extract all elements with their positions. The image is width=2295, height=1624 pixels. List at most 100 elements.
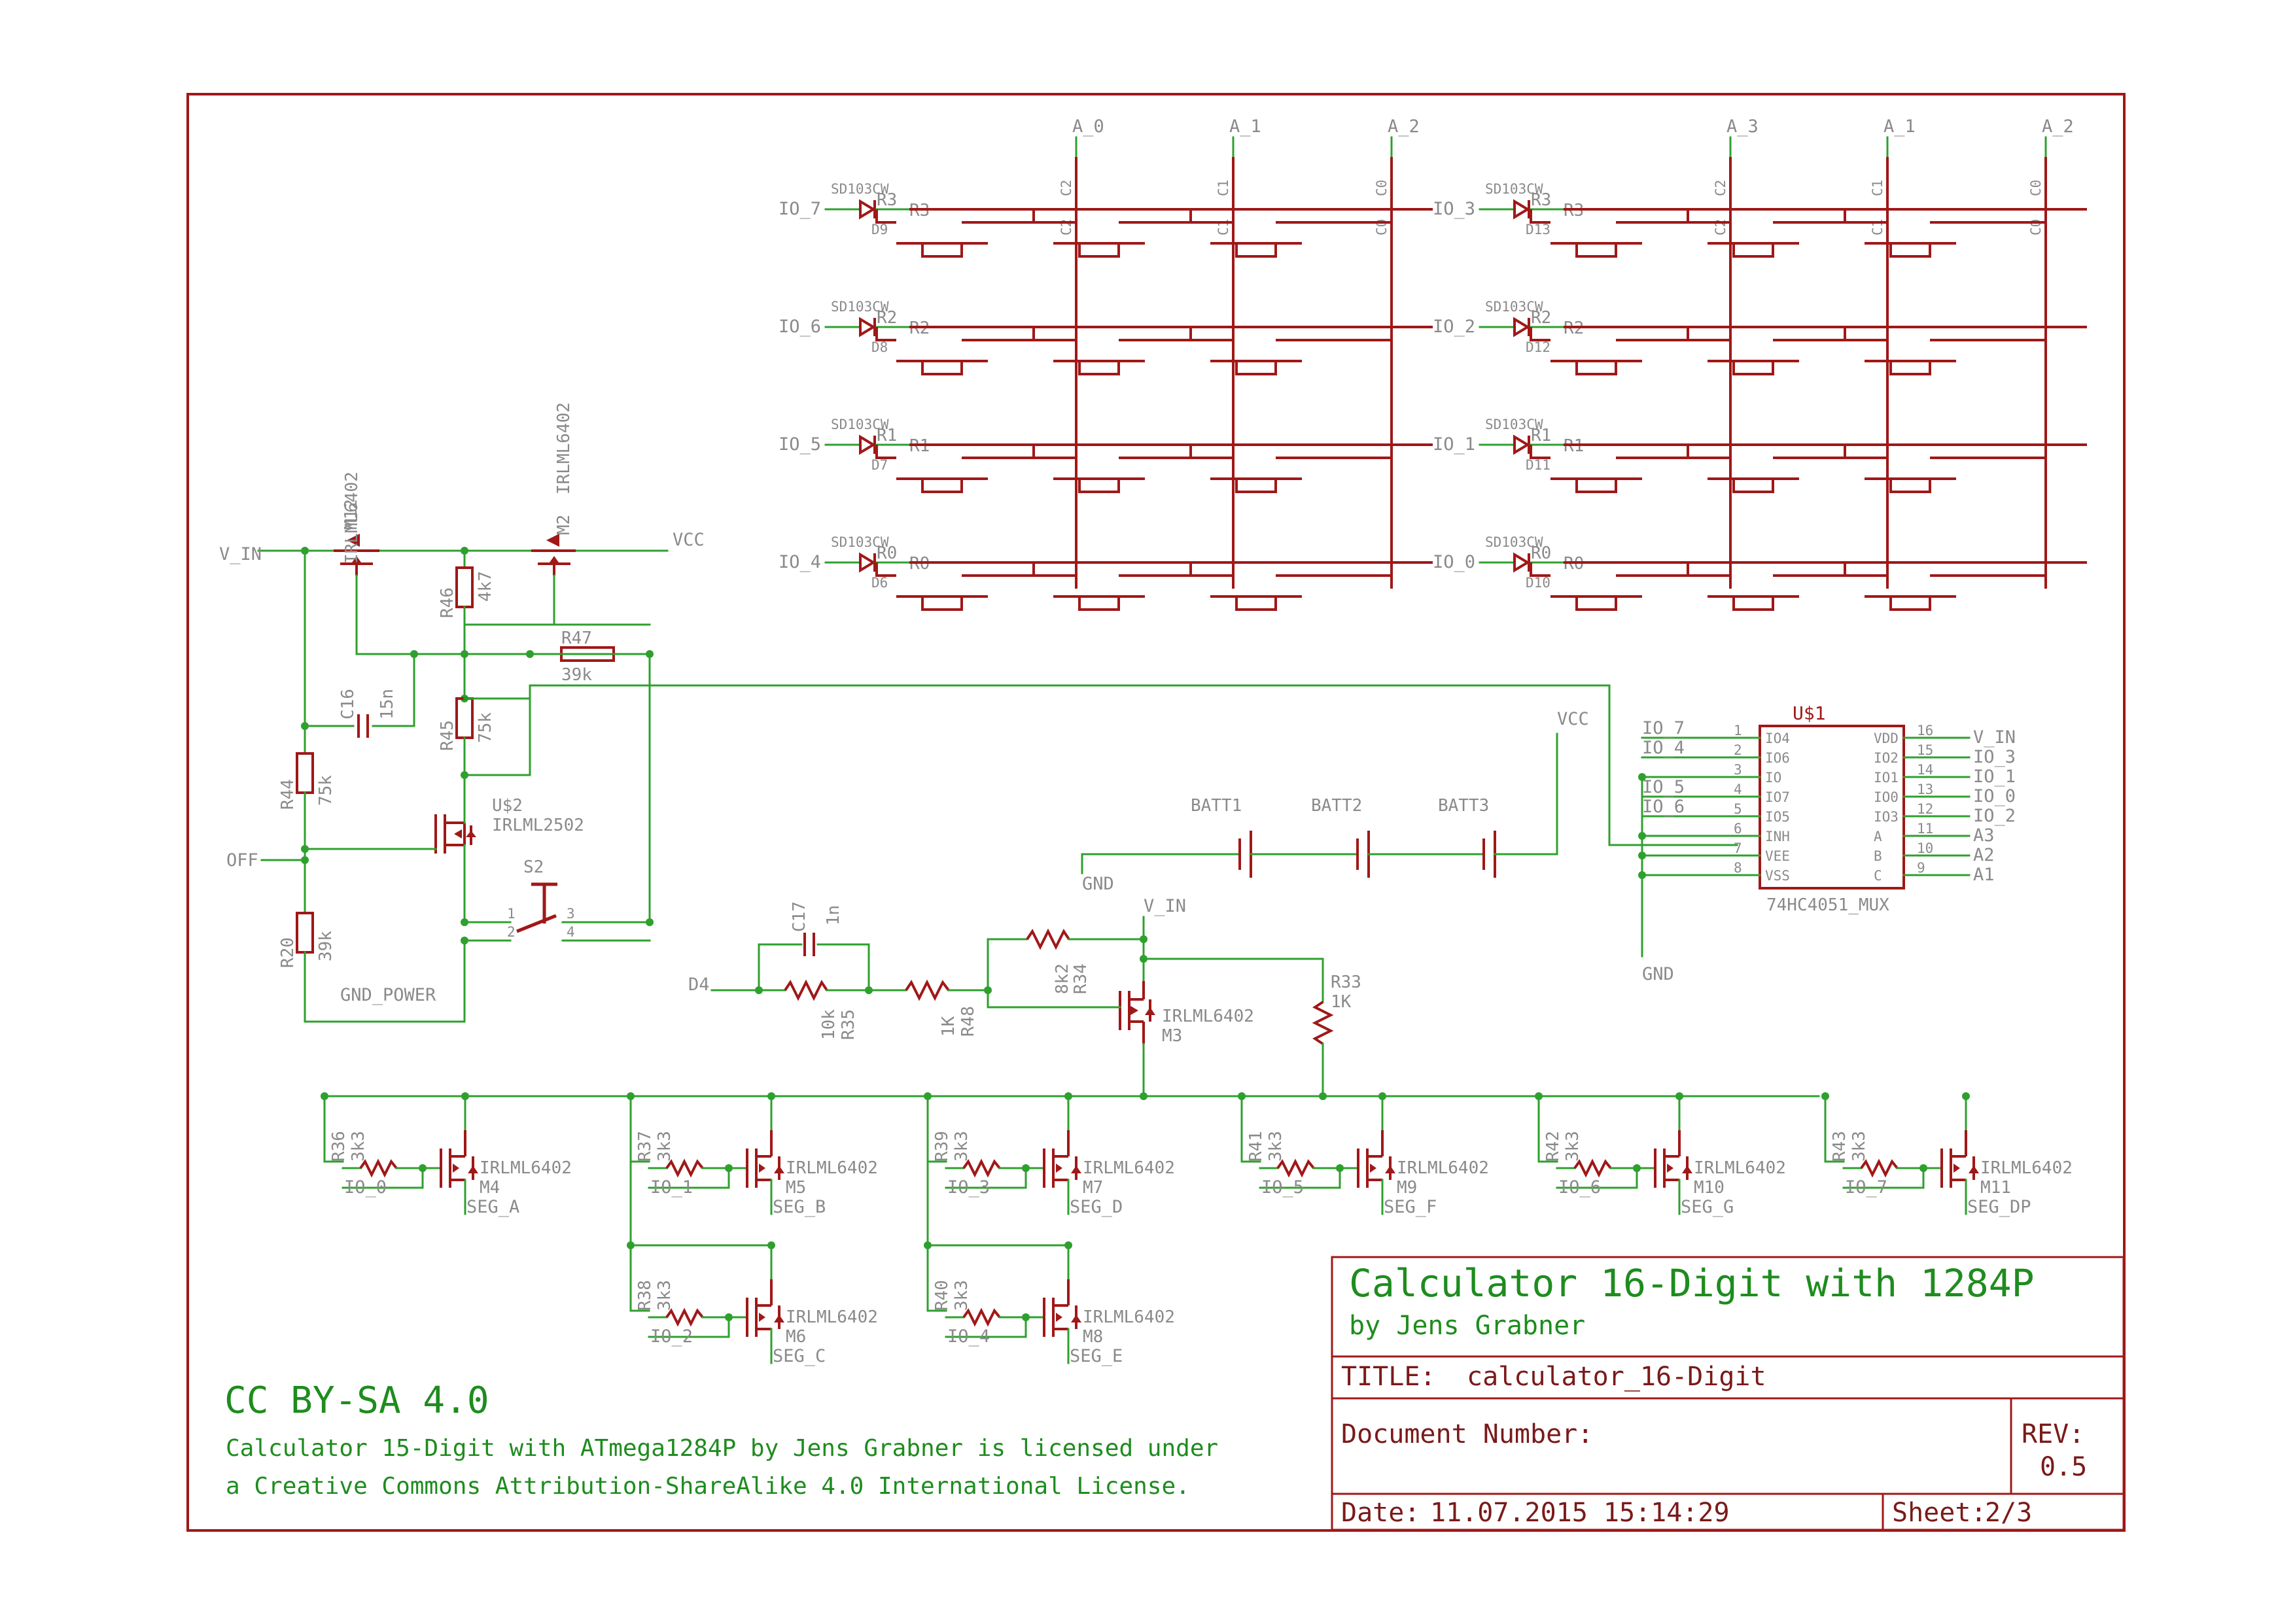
row-diode-value: SD103CW	[1485, 534, 1543, 550]
junction	[1675, 1092, 1683, 1100]
key-switch-left[interactable]	[1844, 209, 1865, 224]
seg-resistor-name: R41	[1246, 1131, 1266, 1162]
key-switch-cap	[921, 479, 963, 493]
key-switch-left[interactable]	[1530, 445, 1550, 459]
junction	[321, 1092, 328, 1100]
seg-resistor	[665, 1158, 704, 1178]
seg-output-label: SEG_DP	[1967, 1197, 2031, 1217]
m2-name: M2	[554, 515, 574, 535]
battery-3-label: BATT3	[1438, 796, 1489, 816]
key-switch-cap	[1732, 361, 1774, 375]
seg-output-label: SEG_F	[1384, 1197, 1437, 1217]
column-label: A_3	[1726, 116, 1759, 137]
seg-io-label: IO_2	[650, 1326, 693, 1347]
column-pin-label: C2	[1713, 180, 1728, 196]
seg-resistor-name: R37	[635, 1131, 655, 1162]
column-pin-label: C1	[1216, 180, 1231, 196]
row-diode	[1513, 199, 1530, 220]
key-switch-left[interactable]	[1530, 209, 1550, 224]
battery-section: GND VCC BATT1 BATT2 BATT3	[1081, 709, 1589, 894]
key-switch-left[interactable]	[1687, 562, 1708, 577]
key-switch-left[interactable]	[1530, 562, 1550, 577]
key-switch-left[interactable]	[1032, 209, 1053, 224]
mux-pin-num: 13	[1917, 782, 1933, 797]
mux-pin-num: 5	[1734, 801, 1742, 817]
m12-value: IRLML6402	[342, 472, 362, 564]
mosfet-u2	[434, 814, 476, 854]
seg-mosfet-name: M4	[480, 1178, 500, 1198]
key-switch-left[interactable]	[1844, 327, 1865, 341]
seg-mosfet-diode-arrow	[1071, 1166, 1081, 1173]
seg-mosfet-value: IRLML6402	[786, 1307, 878, 1327]
mux-pin-net-label: IO_1	[1973, 767, 2016, 787]
key-switch-left[interactable]	[1189, 562, 1210, 577]
key-switch-left[interactable]	[1844, 445, 1865, 459]
title-block-title: Calculator 16-Digit with 1284P	[1349, 1261, 2035, 1305]
key-switch-left[interactable]	[1189, 445, 1210, 459]
key-switch-left[interactable]	[1687, 327, 1708, 341]
row-diode-name: D9	[871, 222, 888, 237]
key-switch-cap	[1732, 596, 1774, 611]
row-diode-name: D6	[871, 575, 888, 591]
mux-pin-net-label: A3	[1973, 825, 1995, 846]
seg-mosfet-name: M10	[1694, 1178, 1725, 1198]
s2-pin-3: 3	[567, 906, 575, 922]
seg-mosfet-value: IRLML6402	[480, 1158, 572, 1178]
seg-resistor-name: R42	[1543, 1131, 1563, 1162]
sheet-value: 2/3	[1985, 1498, 2032, 1528]
mux-pin-num: 14	[1917, 762, 1933, 778]
column-label: A_2	[1388, 116, 1420, 137]
mux-pin-name: IO6	[1765, 750, 1790, 766]
junction	[767, 1092, 775, 1100]
key-switch-left[interactable]	[1032, 445, 1053, 459]
license-heading: CC BY-SA 4.0	[224, 1379, 489, 1422]
key-switch-cap	[1889, 243, 1931, 258]
seg-mosfet-arrow	[1056, 1164, 1062, 1173]
row-diode	[859, 434, 876, 455]
key-switch-left[interactable]	[1032, 562, 1053, 577]
mux-pin-num: 15	[1917, 742, 1933, 758]
column-label: A_1	[1229, 116, 1261, 137]
key-switch-left[interactable]	[875, 562, 896, 577]
mux-pin-name: VDD	[1874, 731, 1899, 746]
mux-pin-num: 7	[1734, 840, 1742, 856]
net-label-gnd-batt: GND	[1082, 874, 1114, 894]
net-label-v-in: V_IN	[219, 544, 262, 564]
switch-s2[interactable]: S2 1 2 3 4	[461, 857, 654, 944]
sheet-label: Sheet:	[1892, 1498, 1987, 1528]
mux-pin-net-label: IO_4	[1642, 738, 1685, 758]
key-switch-left[interactable]	[875, 209, 896, 224]
mux-pin-name: A	[1874, 829, 1882, 844]
key-switch-cap	[1235, 596, 1277, 611]
seg-resistor-value: 3k3	[952, 1131, 972, 1162]
c17-name: C17	[790, 901, 809, 932]
key-switch-left[interactable]	[1189, 209, 1210, 224]
power-switch-section: V_IN VCC M12 IRLML6402 M2 IRLML6402	[219, 402, 1738, 1023]
key-switch-cap	[1575, 596, 1617, 611]
key-switch-left[interactable]	[1687, 445, 1708, 459]
mux-pin-name: INH	[1765, 829, 1790, 844]
s2-pin-2: 2	[507, 924, 516, 940]
key-switch-left[interactable]	[1844, 562, 1865, 577]
row-diode-value: SD103CW	[1485, 417, 1543, 432]
rev-label: REV:	[2022, 1419, 2084, 1449]
key-switch-left[interactable]	[875, 445, 896, 459]
key-switch-cap	[1732, 479, 1774, 493]
r35-value: 10k	[819, 1009, 839, 1040]
row-diode	[1513, 317, 1530, 337]
mux-pin-name: IO1	[1874, 770, 1899, 786]
key-switch-left[interactable]	[1687, 209, 1708, 224]
column-pin-label: C0	[2028, 180, 2044, 196]
key-switch-left[interactable]	[1530, 327, 1550, 341]
mux-pin-net-label: IO_5	[1642, 777, 1685, 797]
row-diode-name: D10	[1526, 575, 1550, 591]
junction	[1821, 1092, 1829, 1100]
seg-resistor	[359, 1158, 398, 1178]
seg-resistor	[665, 1307, 704, 1327]
key-switch-left[interactable]	[1032, 327, 1053, 341]
seg-mosfet-name: M9	[1397, 1178, 1417, 1198]
key-switch-left[interactable]	[875, 327, 896, 341]
row-net-label: R3	[877, 190, 897, 210]
key-switch-left[interactable]	[1189, 327, 1210, 341]
